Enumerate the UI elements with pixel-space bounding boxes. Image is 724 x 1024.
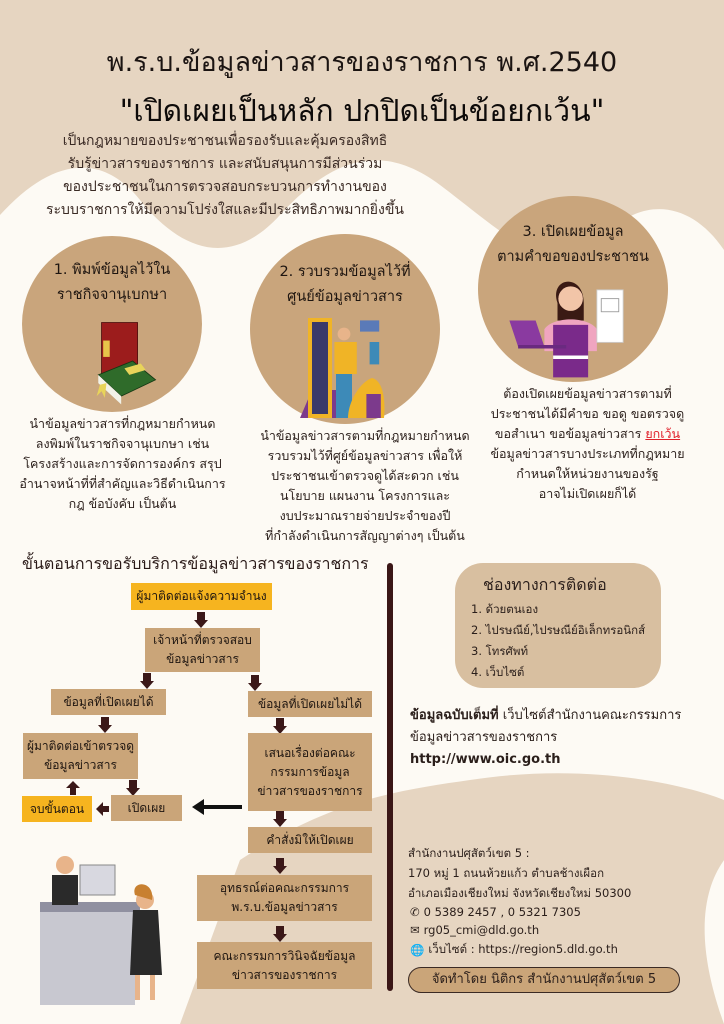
mail-icon: ✉ bbox=[410, 923, 420, 937]
arrow-down-icon bbox=[140, 673, 154, 689]
credit-badge: จัดทำโดย นิติกร สำนักงานปศุสัตว์เขต 5 bbox=[408, 967, 680, 993]
section-divider bbox=[387, 563, 393, 991]
step-can-disclose: ข้อมูลที่เปิดเผยได้ bbox=[51, 689, 166, 715]
oic-link[interactable]: http://www.oic.go.th bbox=[410, 752, 561, 767]
arrow-down-icon bbox=[248, 675, 262, 691]
website-row[interactable]: 🌐เว็บไซต์ : https://region5.dld.go.th bbox=[410, 942, 618, 957]
principle-2-title: 2. รวบรวมข้อมูลไว้ที่ศูนย์ข้อมูลข่าวสาร bbox=[279, 264, 411, 305]
step-end: จบขั้นตอน bbox=[22, 796, 92, 822]
contact-channels-box: ช่องทางการติดต่อ 1. ด้วยตนเอง 2. ไปรษณีย์… bbox=[455, 563, 661, 688]
contact-item: 3. โทรศัพท์ bbox=[471, 644, 529, 658]
arrow-down-icon bbox=[194, 612, 208, 628]
exception-highlight: ยกเว้น bbox=[645, 426, 681, 441]
office-address: สำนักงานปศุสัตว์เขต 5 :170 หมู่ 1 ถนนห้ว… bbox=[408, 846, 632, 900]
book-icon bbox=[96, 322, 157, 405]
contact-item: 2. ไปรษณีย์,ไปรษณีย์อิเล็กทรอนิกส์ bbox=[471, 623, 646, 637]
globe-icon: 🌐 bbox=[410, 943, 425, 957]
phone-icon: ✆ bbox=[410, 905, 420, 919]
step-notify: ผู้มาติดต่อแจ้งความจำนง bbox=[131, 583, 272, 610]
principle-1-desc: นำข้อมูลข่าวสารที่กฎหมายกำหนดลงพิมพ์ในรา… bbox=[19, 416, 226, 511]
slogan: "เปิดเผยเป็นหลัก ปกปิดเป็นข้อยกเว้น" bbox=[119, 94, 605, 129]
arrow-down-icon bbox=[273, 718, 287, 734]
arrow-down-icon bbox=[273, 858, 287, 874]
contact-item: 4. เว็บไซต์ bbox=[471, 665, 525, 679]
step-appeal: อุทธรณ์ต่อคณะกรรมการพ.ร.บ.ข้อมูลข่าวสาร bbox=[197, 875, 372, 921]
page-title: พ.ร.บ.ข้อมูลข่าวสารของราชการ พ.ศ.2540 bbox=[106, 47, 618, 78]
step-tribunal: คณะกรรมการวินิจฉัยข้อมูลข่าวสารของราชการ bbox=[197, 942, 372, 989]
step-check: เจ้าหน้าที่ตรวจสอบข้อมูลข่าวสาร bbox=[145, 628, 260, 672]
step-propose: เสนอเรื่องต่อคณะกรรมการข้อมูลข่าวสารของร… bbox=[248, 733, 372, 811]
principle-2-desc: นำข้อมูลข่าวสารตามที่กฎหมายกำหนดรวบรวมไว… bbox=[260, 428, 470, 543]
arrow-down-icon bbox=[98, 717, 112, 733]
arrow-down-icon bbox=[273, 926, 287, 942]
principle-1-title: 1. พิมพ์ข้อมูลไว้ในราชกิจจานุเบกษา bbox=[53, 262, 171, 303]
arrow-down-icon bbox=[126, 780, 140, 796]
step-cannot-disclose: ข้อมูลที่เปิดเผยไม่ได้ bbox=[248, 691, 372, 717]
arrow-up-icon bbox=[66, 781, 80, 795]
email-row[interactable]: ✉rg05_cmi@dld.go.th bbox=[410, 923, 540, 937]
contact-title: ช่องทางการติดต่อ bbox=[483, 575, 607, 594]
principle-3-desc: ต้องเปิดเผยข้อมูลข่าวสารตามที่ประชาชนได้… bbox=[490, 386, 685, 501]
intro-text: เป็นกฎหมายของประชาชนเพื่อรองรับและคุ้มคร… bbox=[46, 133, 404, 218]
step-order: คำสั่งมิให้เปิดเผย bbox=[248, 827, 372, 853]
contact-item: 1. ด้วยตนเอง bbox=[471, 602, 539, 616]
library-illustration bbox=[300, 318, 385, 418]
office-counter-illustration bbox=[40, 856, 162, 1005]
step-inspect: ผู้มาติดต่อเข้าตรวจดูข้อมูลข่าวสาร bbox=[23, 733, 138, 779]
principle-3-title: 3. เปิดเผยข้อมูลตามคำขอของประชาชน bbox=[497, 224, 649, 265]
arrow-down-icon bbox=[273, 811, 287, 827]
full-info: ข้อมูลฉบับเต็มที่ เว็บไซต์สำนักงานคณะกรร… bbox=[410, 708, 682, 767]
flow-title: ขั้นตอนการขอรับบริการข้อมูลข่าวสารของราช… bbox=[22, 554, 369, 573]
phone-row: ✆0 5389 2457 , 0 5321 7305 bbox=[410, 905, 581, 919]
woman-laptop-illustration bbox=[509, 281, 624, 378]
step-disclose: เปิดเผย bbox=[111, 795, 182, 821]
arrow-left-icon bbox=[96, 802, 109, 816]
arrow-left-long-icon bbox=[192, 799, 242, 815]
